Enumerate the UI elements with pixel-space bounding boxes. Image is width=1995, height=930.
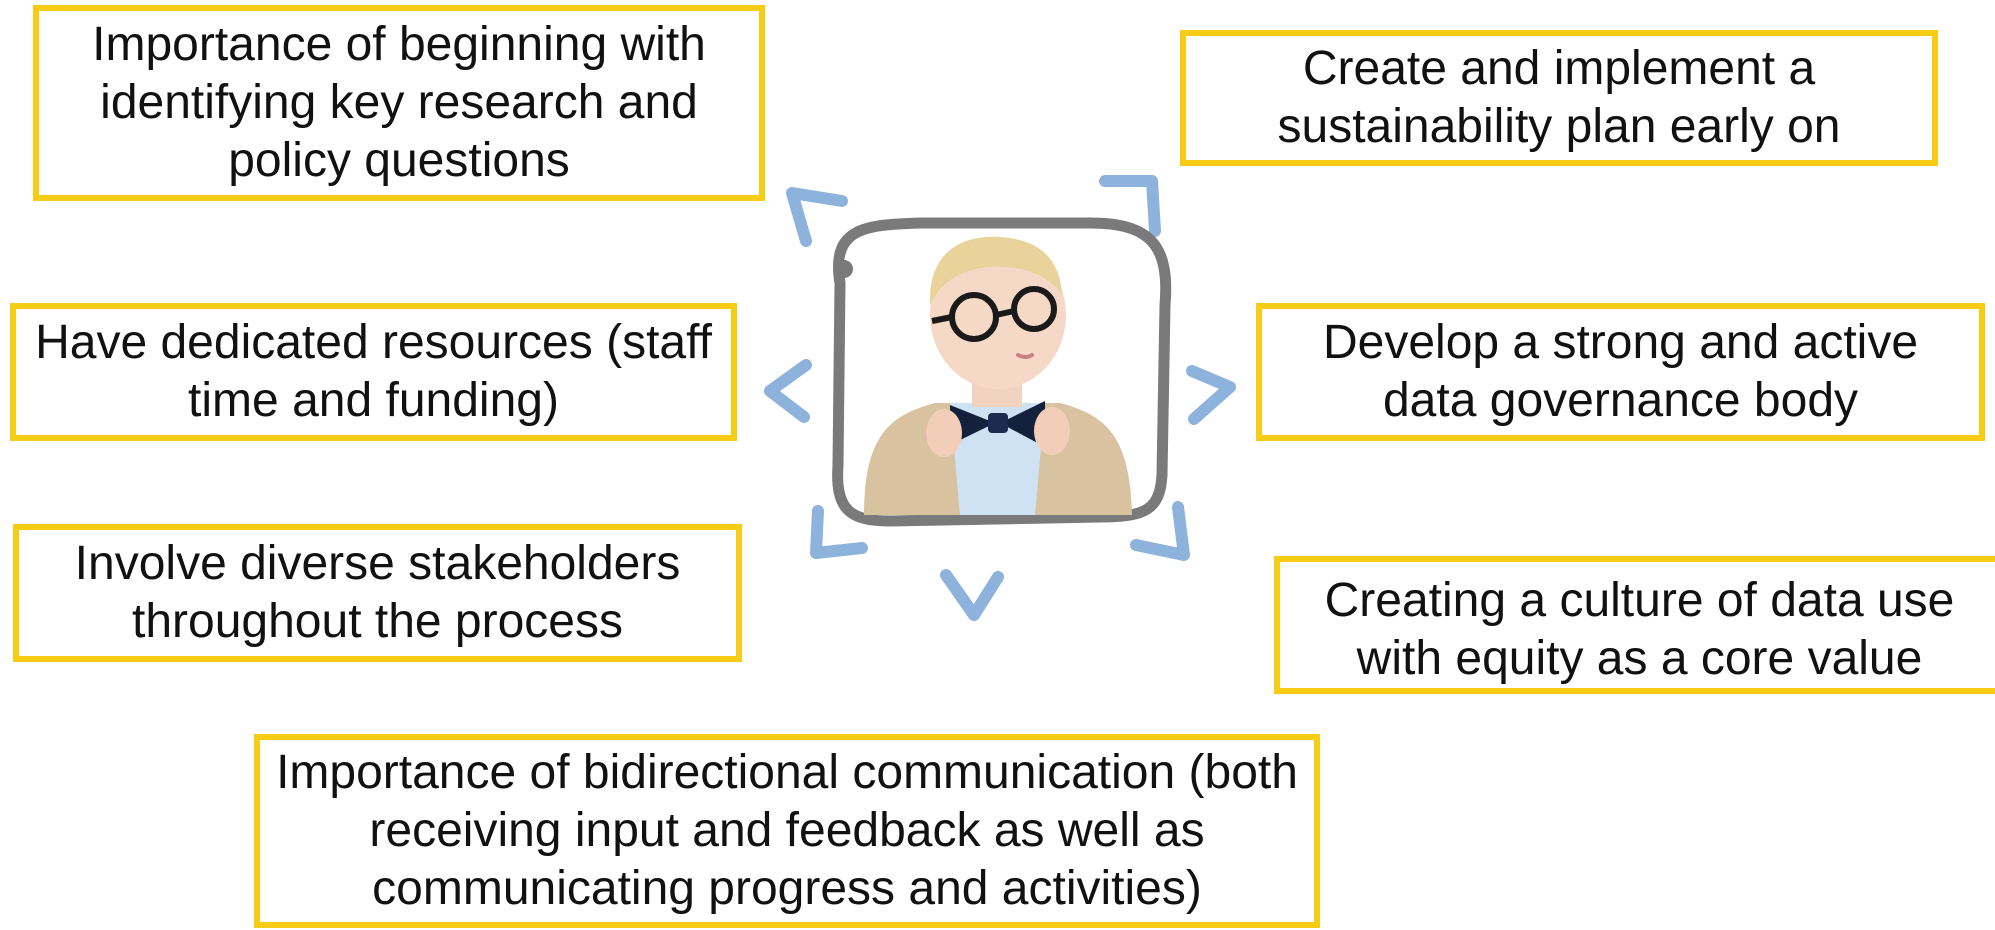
- lesson-text: Have dedicated resources (staff time and…: [35, 316, 712, 427]
- lesson-box-bidirectional-communication: Importance of bidirectional communicatio…: [254, 734, 1320, 928]
- arrow-down-left-icon: [810, 505, 868, 559]
- lesson-text: Involve diverse stakeholders throughout …: [74, 537, 681, 648]
- lesson-box-sustainability-plan: Create and implement a sustainability pl…: [1180, 30, 1938, 166]
- arrow-down-right-icon: [1130, 501, 1190, 561]
- arrow-up-left-icon: [786, 187, 848, 247]
- lesson-text: Develop a strong and active data governa…: [1322, 316, 1919, 427]
- lesson-box-culture-of-data-use: Creating a culture of data use with equi…: [1274, 556, 1995, 694]
- arrow-right-icon: [1186, 365, 1236, 425]
- lesson-box-dedicated-resources: Have dedicated resources (staff time and…: [10, 303, 737, 441]
- arrow-down-icon: [940, 569, 1004, 621]
- lesson-box-key-questions: Importance of beginning with identifying…: [33, 5, 765, 201]
- photo-frame: [832, 217, 1172, 527]
- lesson-text: Create and implement a sustainability pl…: [1277, 42, 1841, 153]
- child-with-glasses-bowtie-icon: [864, 236, 1132, 515]
- lesson-text: Importance of bidirectional communicatio…: [276, 746, 1298, 915]
- lesson-text: Creating a culture of data use with equi…: [1324, 574, 1955, 685]
- lesson-box-data-governance: Develop a strong and active data governa…: [1256, 303, 1985, 441]
- arrow-left-icon: [764, 359, 812, 423]
- lesson-box-diverse-stakeholders: Involve diverse stakeholders throughout …: [13, 524, 742, 662]
- center-hub: [760, 165, 1250, 635]
- arrow-up-right-icon: [1099, 175, 1161, 237]
- lesson-text: Importance of beginning with identifying…: [92, 18, 706, 187]
